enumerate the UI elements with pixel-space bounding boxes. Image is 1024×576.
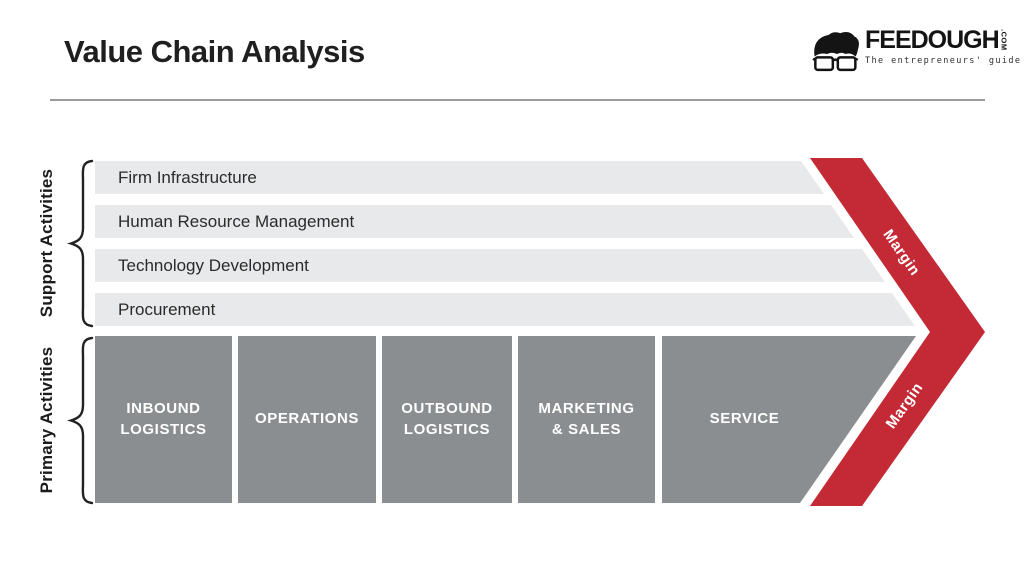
primary-block-service-shape [662,336,916,503]
primary-block-marketing-sales-shape [518,336,655,503]
primary-block-label-operations: OPERATIONS [254,410,360,428]
primary-activities-brace [66,336,94,505]
header-divider [50,99,985,101]
support-activities-label: Support Activities [37,168,56,318]
logo-domain: .COM [999,29,1009,51]
primary-block-outbound-logistics-shape [382,336,512,503]
support-bar-procurement-shape [95,293,915,326]
support-bar-firm-infrastructure-shape [95,161,824,194]
primary-block-label-inbound-logistics: INBOUND LOGISTICS [120,400,207,438]
support-bar-label-procurement: Procurement [118,300,216,319]
logo-brand: FEEDOUGH [865,26,1000,54]
primary-block-label-service: SERVICE [709,410,780,428]
page-title: Value Chain Analysis [64,34,365,69]
primary-block-label-marketing-sales: MARKETING & SALES [538,400,635,438]
support-bar-technology-shape [95,249,885,282]
support-bar-label-technology-development: Technology Development [118,256,309,275]
primary-activities-label: Primary Activities [37,346,56,494]
primary-block-operations-shape [238,336,376,503]
support-bar-label-human-resource-management: Human Resource Management [118,212,355,231]
support-bar-label-firm-infrastructure: Firm Infrastructure [118,168,257,187]
support-bar-human-resource-shape [95,205,854,238]
feedough-logo: FEEDOUGH .COM The entrepreneurs' guide [812,28,1021,80]
support-activities-brace [66,159,94,328]
logo-text: FEEDOUGH .COM The entrepreneurs' guide [865,26,1022,67]
margin-chevron-shape [810,158,985,506]
feedough-glasses-icon [812,32,859,72]
logo-tagline: The entrepreneurs' guide [865,56,1022,66]
primary-block-label-outbound-logistics: OUTBOUND LOGISTICS [401,400,493,438]
primary-block-inbound-logistics-shape [95,336,232,503]
